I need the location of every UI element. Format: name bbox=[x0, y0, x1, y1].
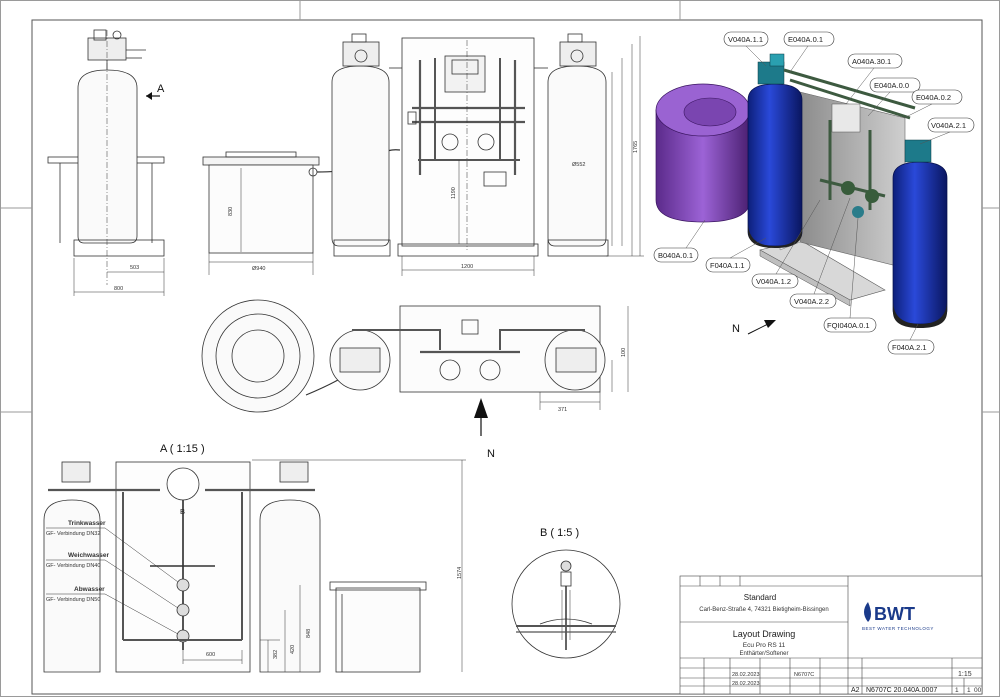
tb-rev: 00 bbox=[974, 687, 982, 694]
dim-100: 100 bbox=[621, 348, 627, 357]
dim-503: 503 bbox=[130, 265, 139, 271]
callout-f040a-2-1: F040A.2.1 bbox=[892, 343, 927, 352]
section-b-detail bbox=[511, 549, 621, 659]
dim-420: 420 bbox=[290, 645, 296, 654]
callout-f040a-1-1: F040A.1.1 bbox=[710, 261, 745, 270]
section-a-title: A ( 1:15 ) bbox=[160, 443, 205, 455]
pipe-2-sub: GF- Verbindung DN40 bbox=[46, 563, 100, 569]
dim-600: 600 bbox=[206, 652, 215, 658]
title-block bbox=[679, 575, 983, 695]
left-elevation-view bbox=[47, 29, 165, 296]
section-b-title: B ( 1:5 ) bbox=[540, 527, 579, 539]
dim-382: 382 bbox=[273, 650, 279, 659]
isometric-view bbox=[655, 53, 948, 328]
dim-848: 848 bbox=[306, 629, 312, 638]
pipe-1-sub: GF- Verbindung DN32 bbox=[46, 531, 100, 537]
callout-e040a-0-1: E040A.0.1 bbox=[788, 35, 823, 44]
pipe-1-title: Trinkwasser bbox=[68, 520, 106, 527]
tb-date-2: 28.02.2023 bbox=[732, 681, 760, 687]
dim-1190: 1190 bbox=[451, 187, 457, 199]
dim-940: Ø940 bbox=[252, 266, 265, 272]
front-elevation-view bbox=[202, 33, 644, 276]
section-a-marker: A bbox=[146, 83, 165, 100]
plan-view bbox=[201, 299, 629, 413]
callout-e040a-0-2: E040A.0.2 bbox=[916, 93, 951, 102]
callout-v040a-1-2: V040A.1.2 bbox=[756, 277, 791, 286]
tb-tagline: BEST WATER TECHNOLOGY bbox=[862, 626, 934, 631]
tb-logo-text: BWT bbox=[874, 604, 915, 624]
section-a-marker-label: A bbox=[157, 83, 165, 95]
section-a-view bbox=[43, 459, 466, 673]
pipe-2-title: Weichwasser bbox=[68, 552, 110, 559]
dim-1765: 1765 bbox=[633, 141, 639, 153]
water-drop-icon bbox=[864, 602, 871, 622]
pipe-3-sub: GF- Verbindung DN50 bbox=[46, 597, 100, 603]
tb-subtitle: Enthärter/Softener bbox=[739, 651, 788, 657]
tb-of: 1 bbox=[967, 687, 971, 694]
pipe-3-title: Abwasser bbox=[74, 586, 105, 593]
callout-v040a-2-1: V040A.2.1 bbox=[931, 121, 966, 130]
callout-leaders bbox=[685, 45, 951, 341]
callout-v040a-2-2: V040A.2.2 bbox=[794, 297, 829, 306]
dim-1200: 1200 bbox=[461, 264, 473, 270]
north-label-iso: N bbox=[732, 323, 740, 335]
tb-drawing-no: N6707C 20.040A.0007 bbox=[866, 687, 937, 694]
dim-371: 371 bbox=[558, 407, 567, 413]
north-arrow-icon bbox=[474, 398, 488, 418]
tb-company: Standard bbox=[744, 593, 776, 602]
callout-labels bbox=[653, 31, 975, 355]
tb-date-1: 28.02.2023 bbox=[732, 672, 760, 678]
section-b-marker-label: B bbox=[180, 507, 185, 516]
callout-fqi040a-0-1: FQI040A.0.1 bbox=[827, 321, 870, 330]
dim-800: 800 bbox=[114, 286, 123, 292]
callout-v040a-1-1: V040A.1.1 bbox=[728, 35, 763, 44]
dim-1574: 1574 bbox=[457, 567, 463, 579]
pipe-labels bbox=[46, 527, 179, 635]
north-label-plan: N bbox=[487, 448, 495, 460]
bwt-logo: BWT BEST WATER TECHNOLOGY bbox=[862, 602, 934, 631]
north-arrow-iso: N bbox=[732, 320, 776, 335]
tb-code: N6707C bbox=[794, 672, 814, 678]
callout-texts: V040A.1.1 E040A.0.1 A040A.30.1 E040A.0.0… bbox=[658, 35, 966, 352]
dim-830: 830 bbox=[228, 207, 234, 216]
north-arrow-plan: N bbox=[474, 398, 495, 460]
tb-sheet-size: A2 bbox=[851, 687, 860, 694]
callout-a040a-30-1: A040A.30.1 bbox=[852, 57, 891, 66]
dim-552: Ø552 bbox=[572, 162, 585, 168]
callout-e040a-0-0: E040A.0.0 bbox=[874, 81, 909, 90]
north-arrow-iso-icon bbox=[764, 320, 776, 328]
tb-drawing-type: Layout Drawing bbox=[733, 629, 796, 639]
tb-sheet: 1 bbox=[955, 687, 959, 694]
tb-address: Carl-Benz-Straße 4, 74321 Bietigheim-Bis… bbox=[699, 607, 828, 613]
callout-b040a-0-1: B040A.0.1 bbox=[658, 251, 693, 260]
tb-scale: 1:15 bbox=[958, 671, 972, 678]
tb-product: Ecu Pro RS 11 bbox=[743, 642, 786, 649]
